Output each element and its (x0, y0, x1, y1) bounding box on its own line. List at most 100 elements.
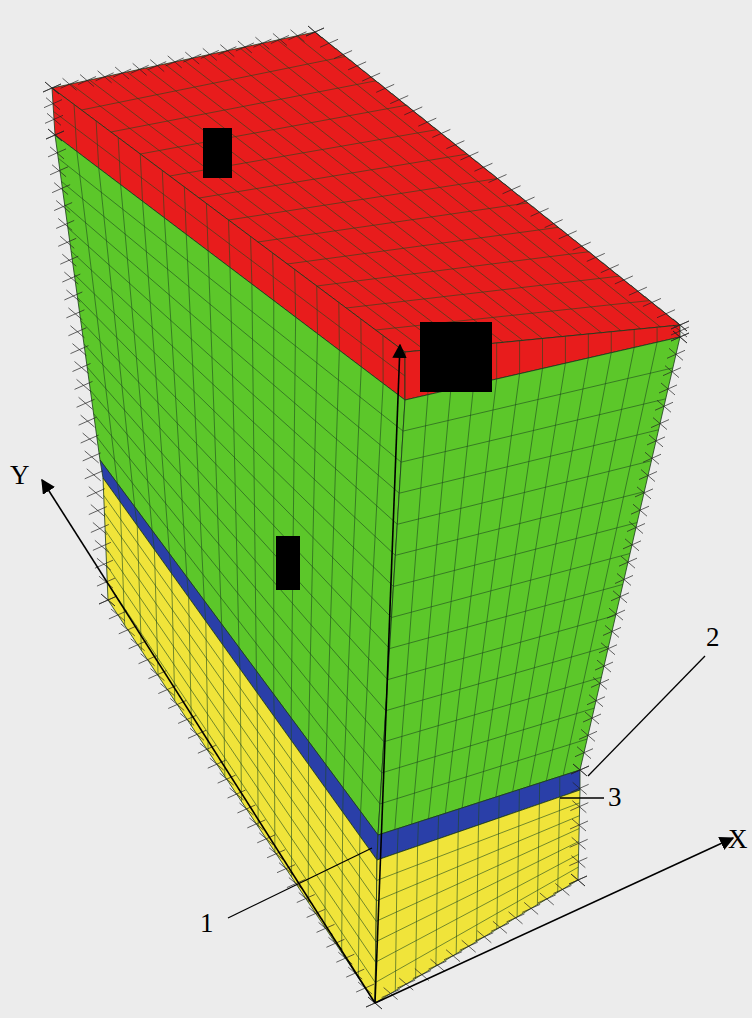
mesh-line (559, 777, 560, 798)
constraint-tick (585, 712, 599, 724)
constraint-tick (430, 959, 444, 971)
constraint-tick (573, 764, 587, 776)
mesh-line (390, 584, 623, 648)
constraint-tick (81, 415, 95, 427)
mesh-line (376, 841, 579, 941)
mesh-line (634, 330, 635, 348)
constraint-tick (70, 326, 84, 338)
constraint-tick (561, 229, 575, 241)
constraint-tick (617, 573, 631, 585)
constraint-tick (111, 609, 125, 621)
mesh-line (376, 301, 650, 330)
constraint-tick (150, 60, 164, 72)
constraint-tick (661, 383, 675, 395)
constraint-tick (665, 366, 679, 378)
constraint-tick (633, 504, 647, 516)
constraint-tick (572, 819, 586, 831)
constraint-tick (571, 856, 585, 868)
mesh-line (152, 530, 154, 549)
mesh-line (397, 461, 651, 525)
constraint-tick (338, 952, 352, 964)
mesh-face (103, 478, 377, 1003)
mesh-line (90, 390, 383, 741)
mesh-line (221, 52, 582, 335)
mesh-line (401, 399, 666, 462)
constraint-tick (524, 902, 538, 914)
constraint-tick (446, 950, 460, 962)
constraint-tick (434, 127, 448, 139)
constraint-tick (609, 608, 623, 620)
constraint-tick (141, 654, 155, 666)
leader-line (228, 848, 372, 918)
constraint-tick (577, 747, 591, 759)
mesh-line (97, 437, 380, 804)
constraint-tick (269, 848, 283, 860)
z-axis (375, 345, 400, 1003)
mesh-line (376, 829, 579, 922)
constraint-tick (589, 251, 603, 263)
mesh-line (104, 513, 376, 901)
constraint-tick (603, 263, 617, 275)
constraint-tick (45, 82, 59, 94)
constraint-tick (255, 37, 269, 49)
mesh-line (239, 648, 240, 670)
constraint-tick (72, 344, 86, 356)
constraint-tick (238, 41, 252, 53)
mesh-line (588, 334, 589, 358)
constraint-tick (613, 591, 627, 603)
constraint-tick (63, 78, 77, 90)
mesh-line (204, 601, 206, 622)
constraint-tick (448, 139, 462, 151)
constraint-tick (54, 183, 68, 195)
mesh-line (359, 812, 361, 837)
mesh-line (78, 298, 392, 618)
constraint-tick (99, 576, 113, 588)
mesh-line (84, 344, 388, 680)
callout-number: 1 (200, 910, 214, 937)
mesh-line (71, 251, 395, 555)
constraint-tick (476, 161, 490, 173)
constraint-tick (572, 801, 586, 813)
mesh-line (386, 646, 609, 710)
mesh-line (273, 694, 275, 716)
mesh-line (478, 803, 480, 826)
constraint-tick (509, 912, 523, 924)
mesh-line (258, 203, 528, 242)
mesh-line (146, 68, 503, 342)
mesh-line (140, 105, 406, 154)
mesh-line (397, 829, 399, 854)
mesh-line (399, 430, 658, 493)
mesh-line (106, 548, 376, 942)
constraint-tick (621, 556, 635, 568)
constraint-tick (56, 201, 70, 213)
mesh-line (384, 677, 602, 742)
constraint-tick (477, 931, 491, 943)
redaction (203, 128, 232, 178)
mesh-line (68, 228, 397, 524)
mesh-line (165, 64, 523, 340)
constraint-tick (62, 254, 76, 266)
mesh-line (87, 367, 386, 711)
constraint-tick (95, 540, 109, 552)
constraint-tick (133, 63, 147, 75)
mesh-face (100, 460, 378, 860)
constraint-tick (185, 52, 199, 64)
constraint-tick (573, 764, 587, 776)
redaction (276, 536, 300, 590)
constraint-tick (322, 37, 336, 49)
axis-label: X (728, 826, 748, 853)
leader-line (588, 656, 705, 776)
mesh-line (287, 227, 558, 264)
mesh-line (395, 492, 644, 556)
constraint-tick (131, 639, 145, 651)
constraint-tick (593, 677, 607, 689)
constraint-tick (555, 883, 569, 895)
mesh-line (202, 56, 562, 337)
mesh-line (565, 336, 566, 363)
mesh-line (380, 739, 587, 804)
constraint-tick (89, 487, 103, 499)
axis-label: Y (10, 462, 30, 489)
mesh-line (346, 276, 619, 308)
